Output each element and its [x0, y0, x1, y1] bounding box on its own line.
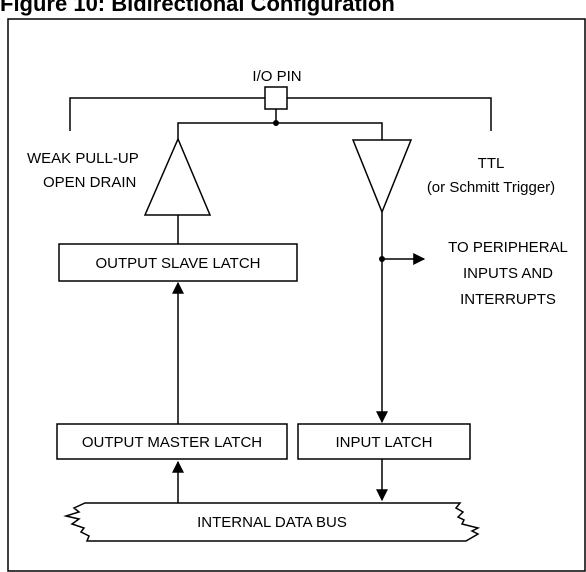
to-peripheral-label: TO PERIPHERAL [448, 239, 568, 256]
left-bus-wire [69, 97, 265, 131]
right-bus-wire [287, 97, 492, 131]
output-buffer-icon [143, 137, 212, 216]
schmitt-trigger-label: (or Schmitt Trigger) [427, 179, 555, 196]
interrupts-label: INTERRUPTS [460, 291, 556, 308]
open-drain-label: OPEN DRAIN [43, 174, 136, 191]
output-master-latch-box [56, 423, 288, 460]
ttl-label: TTL [478, 155, 505, 172]
figure-frame [7, 18, 586, 572]
io-pin-icon [264, 86, 288, 110]
output-slave-latch-box [58, 243, 298, 282]
input-latch-box [297, 423, 471, 460]
figure-title: Figure 10: Bidirectional Configuration [0, 0, 395, 16]
internal-data-bus-label: INTERNAL DATA BUS [197, 514, 347, 531]
output-master-latch-label: OUTPUT MASTER LATCH [82, 434, 262, 451]
io-pin-label: I/O PIN [252, 68, 301, 85]
output-buffer-wire [177, 122, 276, 139]
inputs-and-label: INPUTS AND [463, 265, 553, 282]
input-buffer-icon [351, 139, 413, 215]
input-latch-label: INPUT LATCH [336, 434, 433, 451]
weak-pull-up-label: WEAK PULL-UP [27, 150, 139, 167]
output-slave-latch-label: OUTPUT SLAVE LATCH [95, 255, 260, 272]
input-buffer-wire [276, 122, 383, 140]
internal-data-bus [63, 502, 481, 542]
